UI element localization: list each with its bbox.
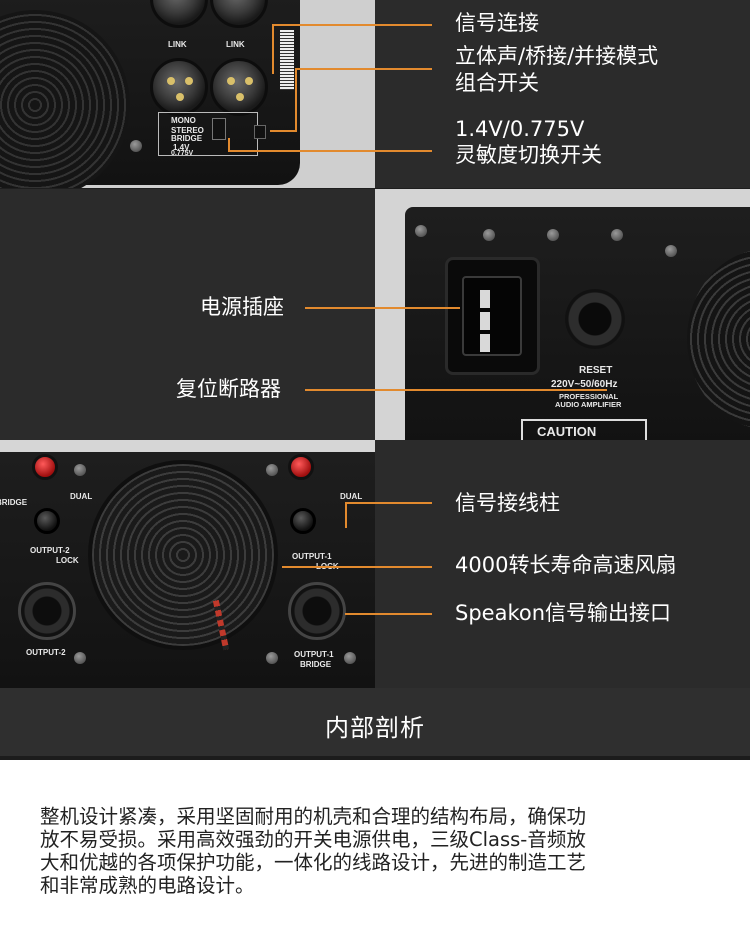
description-line-3: 大和优越的各项保护功能，一体化的线路设计，先进的制造工艺 [40, 851, 587, 874]
callout-fan: 4000转长寿命高速风扇 [455, 553, 677, 577]
callout-vline-sensitivity [228, 138, 230, 152]
callout-line-signal [272, 24, 432, 26]
callout-line-reset [305, 389, 607, 391]
output-screw-5 [344, 652, 356, 664]
callout-line-sensitivity [228, 150, 432, 152]
callout-sensitivity-line2: 灵敏度切换开关 [455, 143, 602, 167]
professional-label: PROFESSIONAL [559, 392, 619, 401]
binding-post-red-left [32, 454, 58, 480]
description-line-4: 和非常成熟的电路设计。 [40, 874, 255, 897]
photo-rear-input-panel: LINK LINK MONO STEREO BRIDGE 1.4V 0.775V [0, 0, 375, 188]
callout-speakon: Speakon信号输出接口 [455, 601, 672, 625]
callout-line-power-socket [305, 307, 460, 309]
photo-output-panel: DUAL DUAL BRIDGE OUTPUT-2 LOCK OUTPUT-1 … [0, 440, 375, 688]
callout-sensitivity-line1: 1.4V/0.775V [455, 117, 585, 141]
output2-label: OUTPUT-2 [26, 648, 66, 657]
output-screw-1 [74, 464, 86, 476]
binding-post-black-left [34, 508, 60, 534]
description-paragraph: 整机设计紧凑，采用坚固耐用的机壳和合理的结构布局，确保功 放不易受损。采用高效强… [40, 805, 716, 897]
output-screw-4 [266, 652, 278, 664]
callout-vline-signal [272, 24, 274, 74]
link-label-left: LINK [168, 40, 187, 49]
voltage-label: 220V~50/60Hz [551, 379, 618, 390]
power-panel-screw-3 [547, 229, 559, 241]
callout-power-socket: 电源插座 [200, 295, 284, 319]
band-power: RESET 220V~50/60Hz PROFESSIONAL AUDIO AM… [0, 188, 750, 440]
section-header: 内部剖析 [0, 688, 750, 760]
lock-label-left: LOCK [56, 556, 79, 565]
mode-mono-label: MONO [171, 116, 196, 125]
bridge-label-right: BRIDGE [300, 660, 332, 669]
callout-line-speakon [345, 613, 432, 615]
power-panel-screw-5 [665, 245, 677, 257]
mode-bridge-label: BRIDGE [171, 134, 203, 143]
binding-post-red-right [288, 454, 314, 480]
output2-lock-label: OUTPUT-2 [30, 546, 70, 555]
cooling-fan [88, 460, 278, 650]
sensitivity-14-label: 1.4V [173, 143, 190, 152]
section-title: 内部剖析 [325, 714, 425, 742]
callout-line-mode-foot [270, 130, 297, 132]
callout-signal-connect: 信号连接 [455, 11, 539, 35]
iec-power-socket [445, 257, 540, 375]
dual-label-right: DUAL [340, 492, 363, 501]
callout-line-mode [295, 68, 432, 70]
description-line-1: 整机设计紧凑，采用坚固耐用的机壳和合理的结构布局，确保功 [40, 805, 587, 828]
callout-vline-binding-post [345, 502, 347, 528]
output-screw-2 [266, 464, 278, 476]
callout-line-fan [282, 566, 432, 568]
callout-vline-mode [295, 68, 297, 130]
audio-amplifier-label: AUDIO AMPLIFIER [555, 400, 622, 409]
callout-line-binding-post [345, 502, 432, 504]
photo-power-panel: RESET 220V~50/60Hz PROFESSIONAL AUDIO AM… [375, 189, 750, 440]
sensitivity-0775-label: 0.775V [171, 150, 194, 157]
chassis-screw [130, 140, 142, 152]
callout-reset-breaker: 复位断路器 [176, 377, 281, 401]
power-panel-screw-1 [415, 225, 427, 237]
description-line-2: 放不易受损。采用高效强劲的开关电源供电，三级Class-音频放 [40, 828, 586, 851]
speakon-connector-left [18, 582, 76, 640]
dual-label-left: DUAL [70, 492, 93, 501]
power-panel-screw-4 [611, 229, 623, 241]
reset-breaker-knob [565, 289, 625, 349]
output1-label: OUTPUT-1 [294, 650, 334, 659]
band-signal-connections: LINK LINK MONO STEREO BRIDGE 1.4V 0.775V… [0, 0, 750, 188]
sensitivity-switch-toggle [254, 125, 266, 139]
output-screw-3 [74, 652, 86, 664]
mode-stereo-label: STEREO [171, 126, 204, 135]
bridge-label-left: BRIDGE [0, 498, 28, 507]
callout-mode-switch-line1: 立体声/桥接/并接模式 [455, 44, 659, 68]
xlr-connector-link-left [150, 58, 208, 116]
serial-sticker [280, 30, 294, 90]
speakon-connector-right [288, 582, 346, 640]
callout-mode-switch-line2: 组合开关 [455, 71, 539, 95]
output1-lock-label: OUTPUT-1 [292, 552, 332, 561]
link-label-right: LINK [226, 40, 245, 49]
reset-label: RESET [579, 365, 613, 376]
power-panel-screw-2 [483, 229, 495, 241]
xlr-connector-link-right [210, 58, 268, 116]
caution-label: CAUTION [537, 424, 597, 439]
mode-switch-toggle [212, 118, 226, 140]
caution-plate: CAUTION [521, 419, 647, 440]
binding-post-black-right [290, 508, 316, 534]
band-outputs: DUAL DUAL BRIDGE OUTPUT-2 LOCK OUTPUT-1 … [0, 440, 750, 688]
callout-binding-post: 信号接线柱 [455, 491, 560, 515]
